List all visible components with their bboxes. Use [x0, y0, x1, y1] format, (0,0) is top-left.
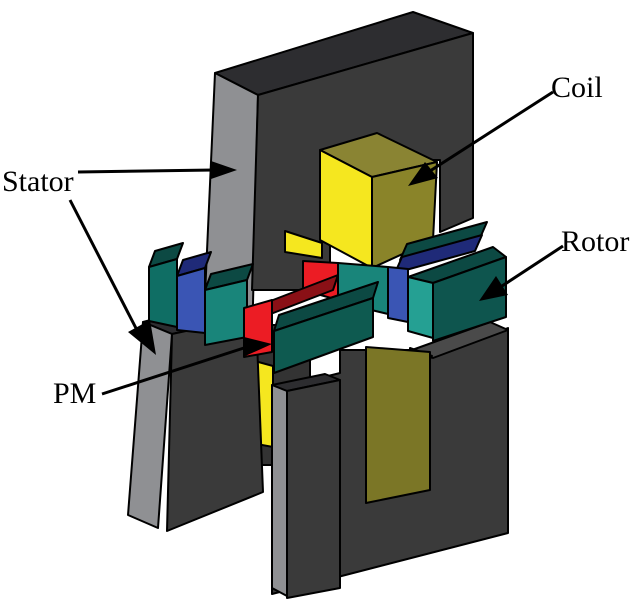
pm-callout-line [101, 344, 251, 396]
rotor-right-end-left-face [407, 276, 434, 339]
rotor-callout-line [501, 244, 564, 288]
rotor-left-end-face [148, 258, 178, 328]
stator-callout-line-upper [77, 168, 215, 174]
coil-callout-line [429, 90, 554, 173]
rotor-navy-top-band [394, 234, 483, 274]
rotor-left-teal-face [204, 279, 248, 346]
rotor-front-teal-face [273, 297, 374, 374]
rotor-label: Rotor [561, 225, 629, 258]
text-labels: Stator Coil Rotor PM [2, 71, 629, 410]
pm-label: PM [53, 377, 96, 410]
stator-arrowhead-upper [211, 161, 237, 179]
rotor-left-blue-face [176, 267, 206, 334]
rotor-arrowhead [479, 276, 508, 301]
rotor-right-end-front-face [432, 256, 507, 342]
stator-callout-line-lower [68, 199, 142, 337]
stator-label: Stator [2, 165, 74, 198]
callouts [68, 90, 564, 396]
lower-coil-right-window [365, 346, 431, 504]
lower-stator-center-leg-left-face [271, 384, 288, 597]
coil-arrowhead [408, 162, 438, 186]
pm-arrowhead [243, 337, 272, 357]
rotor [148, 221, 507, 374]
rotor-back-blue-face [387, 266, 409, 323]
lower-stator-left-leg-left-face [127, 321, 173, 529]
lower-stator-center-leg-front-face [286, 379, 341, 599]
upper-stator-front-face [251, 32, 474, 291]
stator-arrowhead-lower [128, 320, 156, 355]
coil-label: Coil [551, 71, 603, 104]
upper-coil-lower-turn [284, 230, 323, 259]
